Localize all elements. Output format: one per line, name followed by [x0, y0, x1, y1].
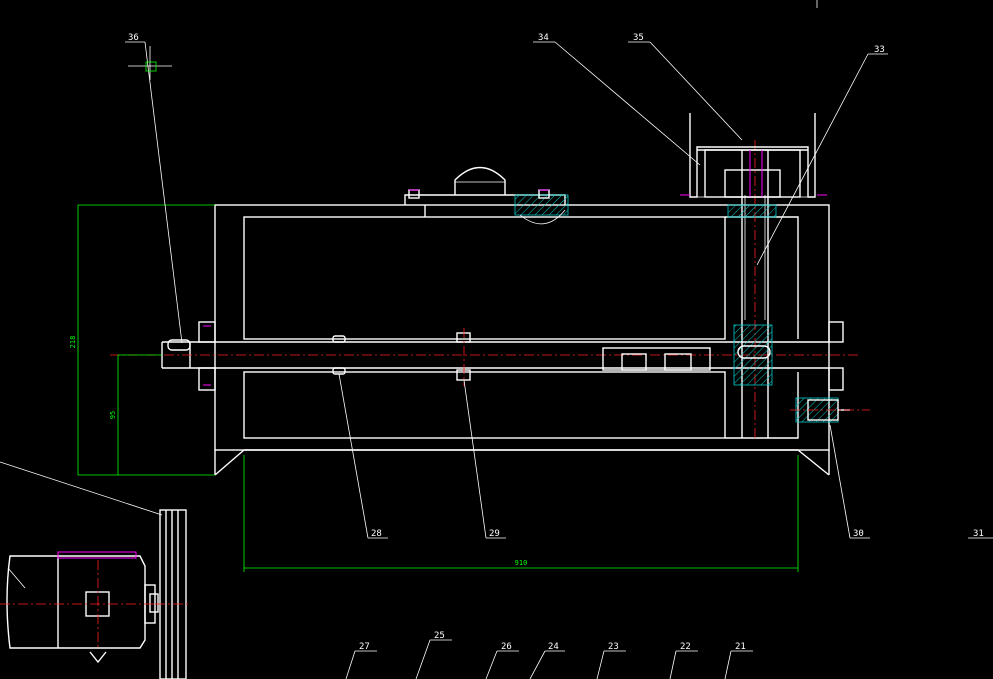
inspection-dome [454, 166, 506, 195]
part-label-33: 33 [874, 45, 885, 55]
dim-base-length: 910 [243, 455, 799, 572]
part-label-23: 23 [608, 642, 619, 652]
part-label-28: 28 [371, 529, 382, 539]
dim-shaft-height: 95 [109, 354, 162, 475]
part-label-31: 31 [973, 529, 984, 539]
part-label-22: 22 [680, 642, 691, 652]
dim-label-overall-height: 218 [69, 336, 77, 349]
right-bearing-cap-top [828, 321, 844, 343]
part-label-26: 26 [501, 642, 512, 652]
part-label-36: 36 [128, 33, 139, 43]
gear-hub [602, 347, 711, 371]
top-bracket [689, 113, 816, 198]
worm-gear-section [733, 324, 773, 386]
cover-bolt-left [408, 189, 420, 199]
dim-label-shaft-height: 95 [109, 411, 117, 419]
part-label-25: 25 [434, 631, 445, 641]
section-hatch-top [514, 194, 569, 216]
motor [0, 551, 160, 664]
worm-shaft [741, 140, 769, 440]
part-label-30: 30 [853, 529, 864, 539]
part-label-29: 29 [489, 529, 500, 539]
right-bearing-cap-bottom [828, 367, 844, 391]
left-bearing-cap-top [198, 321, 216, 343]
housing [214, 166, 830, 476]
pulley [159, 509, 187, 679]
part-label-27: 27 [359, 642, 370, 652]
worm-bearing-hatch [727, 204, 777, 218]
part-label-34: 34 [538, 33, 549, 43]
left-bearing-cap-bottom [198, 367, 216, 391]
part-labels: 36 34 35 33 28 29 30 31 27 25 26 24 23 2… [128, 33, 984, 652]
dim-label-base-length: 910 [515, 559, 528, 567]
part-label-24: 24 [548, 642, 559, 652]
part-label-21: 21 [735, 642, 746, 652]
part-label-35: 35 [633, 33, 644, 43]
dim-overall-height: 218 [69, 204, 215, 476]
